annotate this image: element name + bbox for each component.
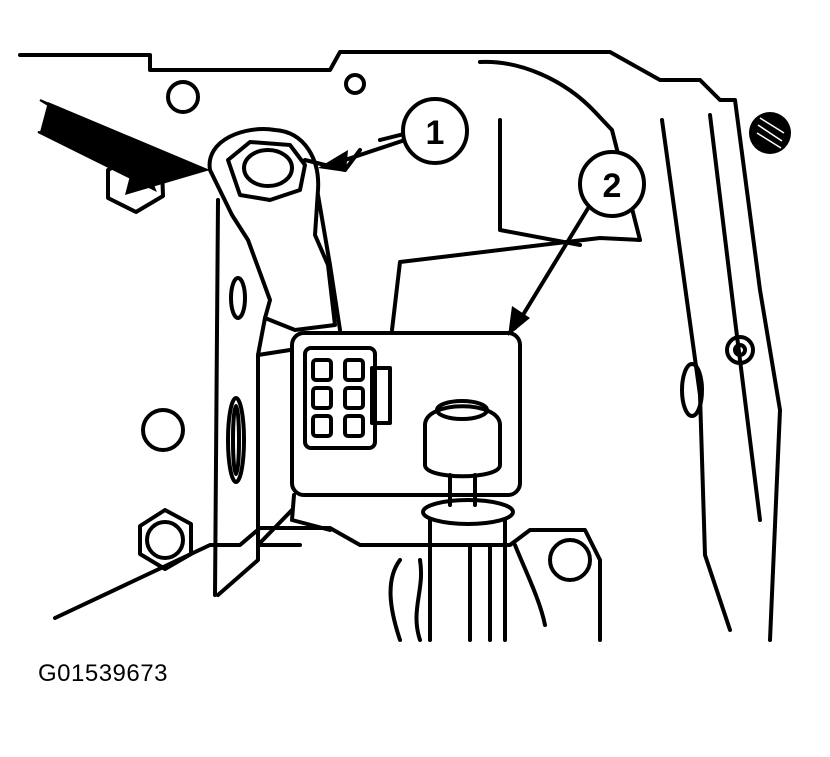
connector-pin-6 (343, 414, 365, 438)
transmission-case-outline (18, 50, 782, 642)
figure-code: G01539673 (38, 660, 168, 687)
mounting-bracket (207, 127, 337, 332)
slot-hole-lower-inner (231, 404, 241, 476)
case-inner-rib (660, 118, 732, 632)
callout-1-leader (343, 138, 407, 162)
location-arrow-icon-head (40, 102, 210, 195)
connector-shell (303, 346, 377, 450)
shaft-lower (428, 518, 507, 642)
lower-linkage-left (388, 558, 423, 642)
bracket-bend (256, 316, 292, 357)
case-bottom-edge (53, 526, 602, 642)
slot-hole-upper (229, 276, 247, 320)
case-hole-top-right (344, 73, 366, 95)
case-hole-bottom (548, 538, 592, 582)
case-hole-right-inner (733, 343, 747, 357)
connector-pin-2 (343, 358, 365, 382)
sensor-body (290, 331, 522, 497)
slot-hole-lower (226, 396, 246, 484)
case-hole-top (166, 80, 200, 114)
callout-1-number: 1 (426, 114, 445, 152)
sensor-body-lower (290, 493, 332, 532)
mounting-bolt (226, 140, 307, 202)
shaft-base (421, 498, 515, 526)
hex-nut-lower-left (138, 508, 193, 571)
case-hole-left (141, 408, 185, 452)
callout-2-number: 2 (603, 167, 622, 205)
callout-2-leader (513, 203, 592, 330)
connector-pin-1 (311, 358, 333, 382)
callout-2-arrowhead (508, 306, 530, 336)
casting-line-a (498, 118, 582, 247)
hex-nut-lower-left-face (145, 520, 185, 560)
case-rib-2 (708, 113, 762, 522)
connector-pin-5 (311, 414, 333, 438)
connector-latch (370, 366, 392, 425)
sensor-mount-foot (256, 508, 302, 547)
connector-pin-3 (311, 386, 333, 410)
callout-2-circle (578, 150, 646, 218)
bracket-edge (316, 193, 342, 332)
connector-pin-4 (343, 386, 365, 410)
upper-casting-edge (390, 59, 642, 332)
shaft-bushing-top (435, 399, 489, 421)
lower-linkage-right (513, 543, 547, 627)
case-hole-right (725, 335, 755, 365)
mounting-bolt-head (242, 148, 294, 188)
shaft-lower-inner (468, 543, 492, 642)
shaft-bushing (423, 404, 502, 479)
left-flange (213, 198, 260, 597)
callout-1-circle (401, 97, 469, 165)
callout-1-arrowhead (318, 150, 348, 172)
case-slot-right (680, 362, 704, 418)
